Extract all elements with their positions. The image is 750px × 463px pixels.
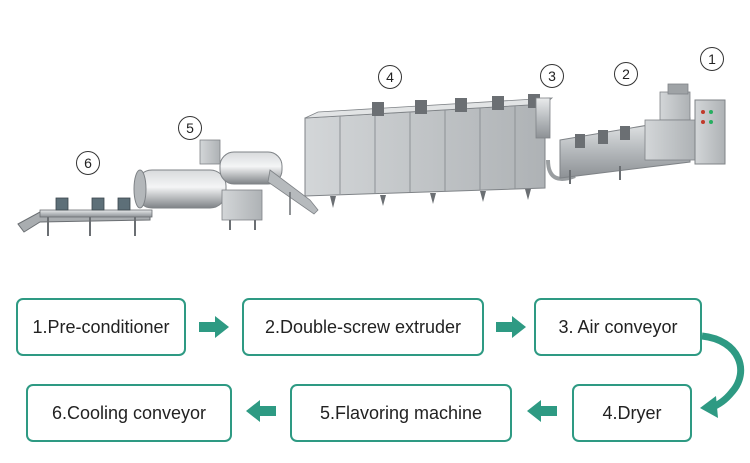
arrow-left-icon [246, 400, 276, 422]
step-6-box: 6.Cooling conveyor [26, 384, 232, 442]
step-5-box: 5.Flavoring machine [290, 384, 512, 442]
machine-number-4: 4 [378, 65, 402, 89]
machine-number-5: 5 [178, 116, 202, 140]
step-1-box: 1.Pre-conditioner [16, 298, 186, 356]
production-line-illustration [17, 83, 726, 236]
cooling-conveyor-machine [17, 197, 153, 236]
arrow-right-icon [496, 316, 526, 338]
curved-arrow-icon [700, 332, 745, 418]
arrow-left-icon [527, 400, 557, 422]
air-conveyor-machine [535, 97, 576, 181]
machine-number-6: 6 [76, 151, 100, 175]
machine-number-2: 2 [614, 62, 638, 86]
step-4-box: 4.Dryer [572, 384, 692, 442]
step-2-box: 2.Double-screw extruder [242, 298, 484, 356]
step-3-box: 3. Air conveyor [534, 298, 702, 356]
dryer-machine [304, 94, 554, 208]
extruder-machine [559, 83, 726, 184]
machine-number-1: 1 [700, 47, 724, 71]
flavoring-machine [133, 139, 319, 230]
arrow-right-icon [199, 316, 229, 338]
machine-number-3: 3 [540, 64, 564, 88]
